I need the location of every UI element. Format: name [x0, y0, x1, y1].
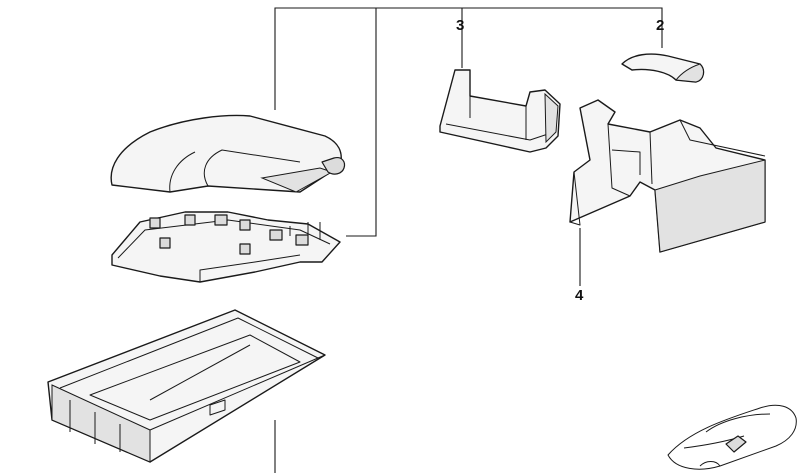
- callout-2: 2: [656, 17, 665, 34]
- callout-4: 4: [575, 287, 584, 304]
- part-4-panel: [569, 99, 766, 253]
- armrest-cushion: [110, 114, 346, 193]
- base-plate: [111, 211, 341, 283]
- car-locator-thumbnail: [667, 404, 797, 470]
- part-3-bracket: [439, 69, 561, 153]
- storage-tray: [47, 309, 326, 463]
- part-2-cap: [621, 53, 705, 83]
- callout-3: 3: [456, 17, 465, 34]
- bracket-lines: [274, 7, 663, 473]
